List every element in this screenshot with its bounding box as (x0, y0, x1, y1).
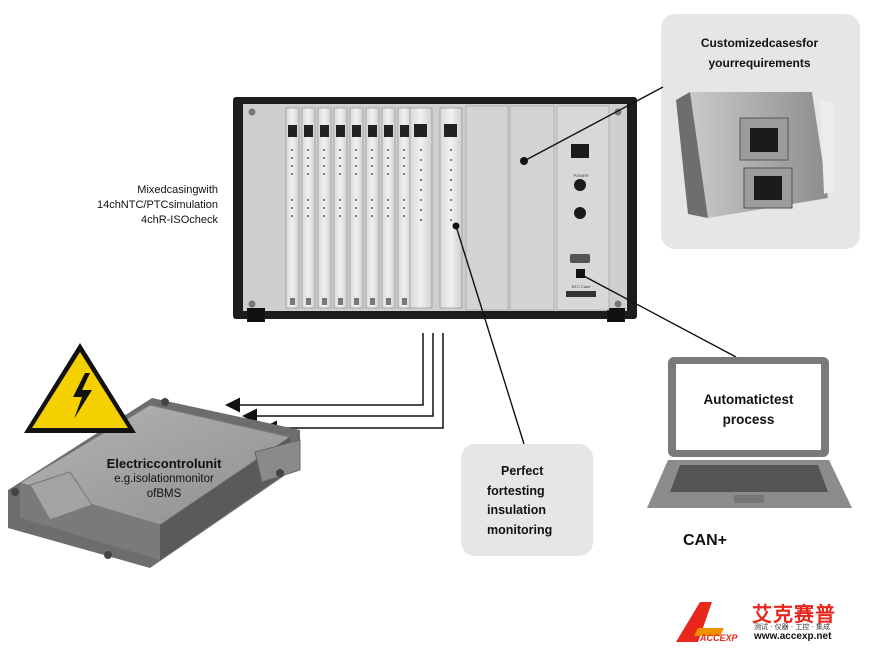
cases-callout-line: Customizedcasesfor (700, 36, 819, 50)
pointer-dot-testing (452, 222, 460, 230)
testing-callout-line: Perfect (501, 464, 544, 478)
knob-1 (574, 179, 586, 191)
can-label: CAN+ (683, 532, 728, 549)
pointer-dot-cases (520, 157, 528, 165)
custom-case-photo (676, 92, 834, 218)
pointer-testing (455, 225, 525, 445)
rack-model-label: NTC Case (572, 284, 591, 289)
pointer-dot-can (576, 269, 585, 278)
rack-control-panel: POWER NTC Case (556, 105, 610, 311)
testing-callout-line: fortesting (487, 483, 545, 498)
power-switch (571, 144, 589, 158)
cases-callout-text: Customizedcasesfor yourrequirements (672, 33, 847, 73)
power-label: POWER (573, 173, 588, 178)
logo-url-text: www.accexp.net (754, 631, 832, 642)
logo-mark-text: ACCEXP (699, 633, 739, 643)
rack-blank-panels (465, 105, 555, 311)
ecu-sub-line: e.g.isolationmonitor (114, 473, 214, 485)
cable-3 (262, 333, 444, 436)
laptop-screen-line: process (722, 412, 775, 427)
high-voltage-warning-icon (24, 343, 136, 433)
can-connector (570, 254, 590, 263)
knob-2 (574, 207, 586, 219)
rack-caption-line: 4chR-ISOcheck (140, 214, 218, 226)
ntc-ptc-cards (285, 107, 412, 309)
r-iso-cards (409, 107, 463, 309)
pointer-cases (523, 86, 664, 162)
cable-2 (242, 333, 434, 424)
laptop-screen-line: Automatictest (703, 392, 794, 407)
ecu-sub-line: ofBMS (146, 488, 182, 500)
laptop-device (647, 357, 852, 508)
logo-brand-text: 艾克赛普 (752, 602, 836, 626)
ecu-device (8, 398, 301, 568)
rack-caption-line: 14chNTC/PTCsimulation (96, 199, 218, 211)
ecu-title: Electriccontrolunit (106, 456, 222, 471)
testing-callout-line: monitoring (487, 522, 553, 537)
ecu-cables (225, 333, 444, 436)
cable-1 (225, 333, 424, 413)
testing-callout: Perfect fortesting insulation monitoring (461, 444, 593, 556)
logo-mark-icon: ACCEXP (676, 602, 739, 643)
laptop-screen-text: Automatictest process (676, 390, 821, 430)
testing-callout-line: insulation (487, 503, 547, 517)
pointer-can (579, 273, 737, 358)
logo-slogan-text: 测试 · 仪器 · 工控 · 集成 (754, 623, 831, 631)
ecu-label: Electriccontrolunit e.g.isolationmonitor… (74, 455, 254, 502)
rack-caption-line: Mixedcasingwith (137, 184, 218, 196)
cases-callout-line: yourrequirements (708, 56, 811, 70)
rack-caption: Mixedcasingwith 14chNTC/PTCsimulation 4c… (60, 183, 218, 228)
brand-logo: ACCEXP 艾克赛普 测试 · 仪器 · 工控 · 集成 www.accexp… (672, 598, 872, 646)
